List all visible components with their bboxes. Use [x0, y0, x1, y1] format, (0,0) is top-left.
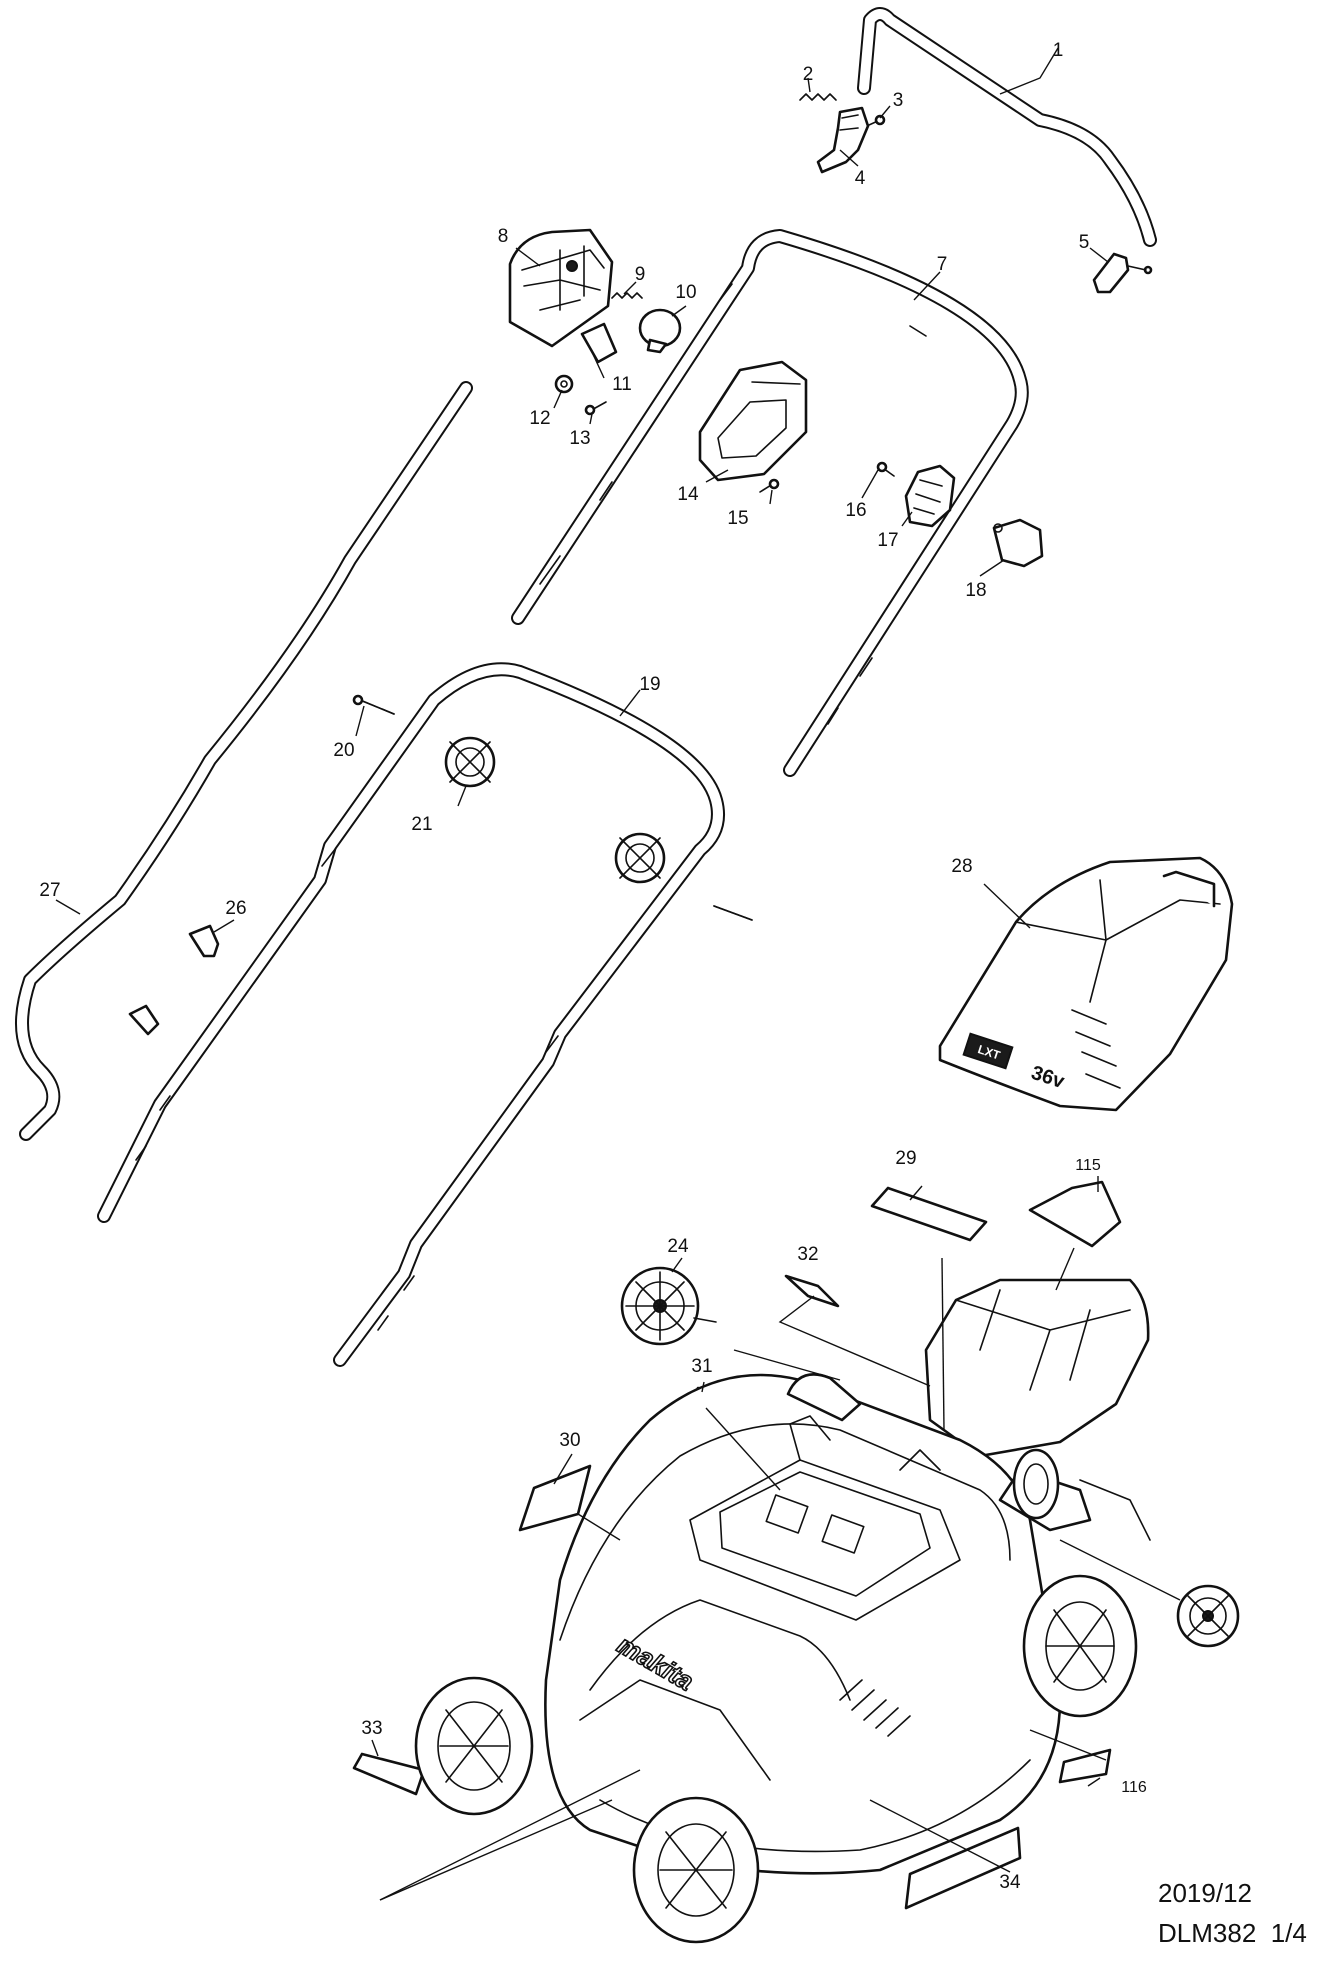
- callout-21: 21: [411, 814, 432, 835]
- callout-2: 2: [803, 64, 814, 85]
- callout-19: 19: [639, 674, 660, 695]
- callout-16: 16: [845, 500, 866, 521]
- callout-27: 27: [39, 880, 60, 901]
- part-28-battery-cover: LXT 36v: [938, 856, 1234, 1112]
- callout-24: 24: [667, 1236, 689, 1257]
- callout-26: 26: [225, 898, 246, 919]
- part-27-cable: [15, 381, 473, 1141]
- callout-10: 10: [675, 282, 696, 303]
- part-1-switch-lever: [857, 7, 1157, 247]
- callout-18: 18: [965, 580, 986, 601]
- part-17-cover: [904, 464, 956, 528]
- callout-115: 115: [1075, 1157, 1101, 1174]
- footer-date: 2019/12: [1158, 1878, 1252, 1908]
- part-30-label: [518, 1464, 592, 1532]
- part-2-spring: [799, 93, 837, 101]
- part-9-spring: [611, 292, 643, 299]
- callout-8: 8: [498, 226, 509, 247]
- callout-13: 13: [569, 428, 590, 449]
- mower-wheel-front-right: [632, 1796, 760, 1944]
- callout-14: 14: [677, 484, 699, 505]
- part-24-wheel: [620, 1266, 717, 1346]
- mower-wheel-front-left: [414, 1676, 534, 1816]
- part-33-label: [352, 1752, 426, 1796]
- part-26-clip: [128, 924, 220, 1036]
- callout-29: 29: [895, 1148, 916, 1169]
- callout-12: 12: [529, 408, 550, 429]
- callout-4: 4: [855, 168, 866, 189]
- handle-bolt: [713, 905, 753, 921]
- part-13-screw: [584, 401, 607, 416]
- part-29-label: [870, 1186, 988, 1242]
- part-21-knob: [444, 736, 496, 788]
- handle-knob-right: [614, 832, 666, 884]
- part-115-label: [1028, 1180, 1122, 1248]
- callout-7: 7: [937, 254, 948, 275]
- part-34-label: [904, 1826, 1022, 1910]
- part-4-switch-body: [816, 106, 870, 174]
- leader-lines: [55, 47, 1181, 1901]
- part-11-lock: [580, 322, 618, 364]
- part-116-label: [1058, 1748, 1112, 1784]
- callout-5: 5: [1079, 232, 1090, 253]
- callout-9: 9: [635, 264, 646, 285]
- footer-model-page: DLM382 1/4: [1158, 1918, 1307, 1948]
- front-wheel-exploded: [1176, 1584, 1240, 1648]
- part-8-switch-box: [508, 228, 614, 348]
- part-18-cap: [992, 518, 1044, 568]
- callout-31: 31: [691, 1356, 712, 1377]
- mower-wheel-rear-right: [1022, 1574, 1138, 1718]
- callout-17: 17: [877, 530, 898, 551]
- part-20-bolt: [352, 694, 395, 715]
- mower-body: makita: [544, 1278, 1151, 1875]
- callout-28: 28: [951, 856, 972, 877]
- part-16-screw: [876, 461, 895, 477]
- callout-34: 34: [999, 1872, 1021, 1893]
- callout-11: 11: [612, 374, 632, 395]
- callout-20: 20: [333, 740, 354, 761]
- callout-3: 3: [893, 90, 904, 111]
- part-15-screw: [759, 478, 780, 493]
- part-5-link: [1092, 252, 1153, 294]
- part-7-upper-handle: [511, 229, 1029, 777]
- part-19-lower-handle: [97, 662, 725, 1367]
- callout-labels: 1 2 3 4 5 7 8 9 10 11 12 13 14 15 16 17 …: [39, 40, 1146, 1893]
- part-12-nut: [554, 374, 574, 394]
- part-10-knob: [638, 308, 682, 354]
- callout-30: 30: [559, 1430, 580, 1451]
- callout-116: 116: [1121, 1779, 1147, 1796]
- callout-1: 1: [1053, 40, 1064, 61]
- callout-32: 32: [797, 1244, 818, 1265]
- part-32-label: [784, 1274, 840, 1308]
- mower-wheel-rear-left: [1012, 1448, 1060, 1520]
- part-14-holder: [698, 360, 808, 482]
- battery-lxt-mark: LXT: [976, 1042, 1003, 1063]
- callout-33: 33: [361, 1718, 382, 1739]
- callout-15: 15: [727, 508, 748, 529]
